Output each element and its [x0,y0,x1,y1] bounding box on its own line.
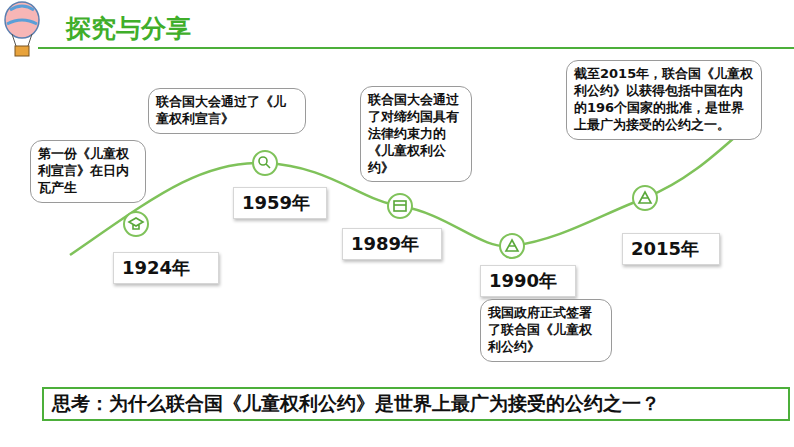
event-callout-text: 第一份《儿童权利宣言》在日内瓦产生 [38,146,138,197]
year-label: 1990年 [480,265,576,297]
year-label-text: 1990年 [489,269,567,293]
year-label: 2015年 [622,233,720,265]
question-bar-text: 思考：为什么联合国《儿童权利公约》是世界上最广为接受的公约之一？ [52,392,780,416]
event-callout: 联合国大会通过了对缔约国具有法律约束力的《儿童权利公约》 [360,86,472,182]
year-label-text: 1959年 [242,191,318,215]
slide-title: 探究与分享 [66,12,191,45]
year-label-text: 1924年 [122,256,210,280]
event-callout-text: 截至2015年，联合国《儿童权利公约》以获得包括中国在内的196个国家的批准，是… [574,66,754,134]
year-label-text: 2015年 [631,237,711,261]
header-rule [38,47,794,49]
year-label: 1989年 [342,228,442,260]
year-label-text: 1989年 [351,232,433,256]
balloon-icon [5,2,39,56]
event-callout: 截至2015年，联合国《儿童权利公约》以获得包括中国在内的196个国家的批准，是… [566,60,762,140]
event-callout-text: 我国政府正式签署了联合国《儿童权利公约》 [488,305,604,356]
event-callout: 我国政府正式签署了联合国《儿童权利公约》 [480,299,612,362]
event-callout: 联合国大会通过了《儿童权利宣言》 [148,88,306,134]
event-callout-text: 联合国大会通过了《儿童权利宣言》 [156,94,298,128]
event-callout-text: 联合国大会通过了对缔约国具有法律约束力的《儿童权利公约》 [368,92,464,176]
year-label: 1924年 [113,252,219,284]
question-bar: 思考：为什么联合国《儿童权利公约》是世界上最广为接受的公约之一？ [42,387,790,421]
year-label: 1959年 [233,187,327,219]
event-callout: 第一份《儿童权利宣言》在日内瓦产生 [30,140,146,203]
